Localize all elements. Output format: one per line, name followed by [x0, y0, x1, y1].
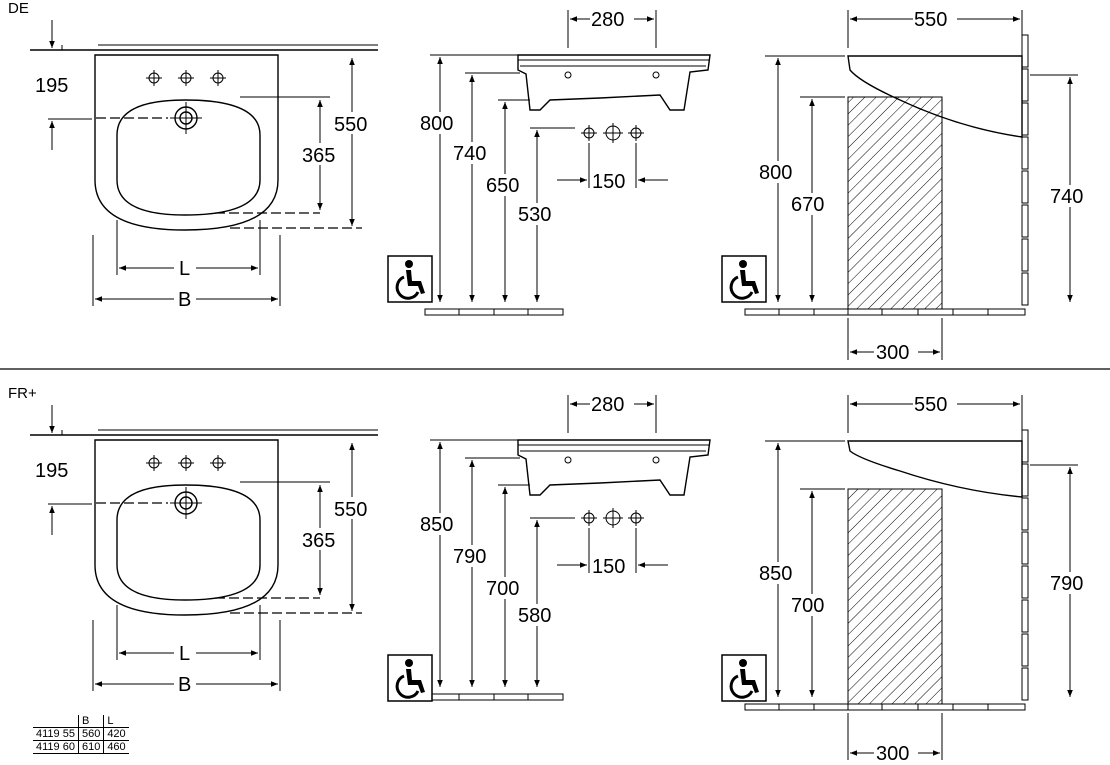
- B-dim: B: [178, 289, 191, 311]
- table-cell: 610: [77, 740, 104, 754]
- height-dim-3: 700: [486, 578, 519, 600]
- drain-icon: [603, 508, 623, 528]
- tap-hole-icon: [145, 454, 163, 472]
- height-dim-4: 580: [518, 605, 551, 627]
- table-cell: 420: [103, 727, 129, 741]
- tap-hole-icon: [145, 69, 163, 87]
- height-dim-3: 790: [1050, 573, 1083, 595]
- tap-hole-icon: [209, 454, 227, 472]
- width-dim: 280: [591, 394, 624, 416]
- width-dim: 280: [591, 9, 624, 31]
- side-view: 280: [386, 8, 711, 316]
- tap-spacing-dim: 150: [592, 171, 625, 193]
- height-dim-1: 800: [420, 113, 453, 135]
- offset-dim: 195: [35, 75, 68, 97]
- section-de: DE: [8, 0, 1092, 364]
- section-label: FR+: [8, 385, 37, 402]
- side-view: 280: [386, 393, 711, 703]
- height-dim-2: 700: [791, 595, 824, 617]
- height-dim-1: 850: [759, 563, 792, 585]
- height-dim-1: 850: [420, 514, 453, 536]
- table-header-row: B L: [33, 715, 129, 728]
- tap-hole-icon: [177, 454, 195, 472]
- knee-space-dim: 300: [876, 743, 909, 765]
- size-table: B L 4119 55 560 420 4119 60 610 460: [33, 715, 129, 754]
- knee-space-dim: 300: [876, 342, 909, 364]
- table-cell: 4119 55: [33, 727, 79, 741]
- drain-depth-dim: 365: [302, 530, 335, 552]
- table-row: 4119 55 560 420: [33, 727, 129, 741]
- tap-hole-icon: [627, 124, 645, 142]
- table-header: B: [77, 715, 104, 728]
- height-dim-2: 670: [791, 194, 824, 216]
- tap-hole-icon: [580, 124, 598, 142]
- B-dim: B: [178, 674, 191, 696]
- tap-hole-icon: [177, 69, 195, 87]
- wheelchair-icon: [720, 653, 768, 703]
- drain-icon: [170, 487, 202, 519]
- section-label: DE: [8, 0, 29, 17]
- table-header: L: [103, 715, 129, 728]
- L-dim: L: [179, 258, 190, 280]
- height-dim-1: 800: [759, 162, 792, 184]
- table-cell: 560: [77, 727, 104, 741]
- height-dim-2: 740: [453, 143, 486, 165]
- tap-hole-icon: [209, 69, 227, 87]
- height-dim-4: 530: [518, 204, 551, 226]
- table-cell: 460: [103, 740, 129, 754]
- drain-depth-dim: 365: [302, 145, 335, 167]
- tap-spacing-dim: 150: [592, 556, 625, 578]
- height-dim-3: 650: [486, 175, 519, 197]
- top-view: 195 365 550 L B: [30, 405, 378, 696]
- right-view: 550 800 670 7: [720, 8, 1092, 364]
- drain-icon: [603, 123, 623, 143]
- table-header: [33, 715, 79, 728]
- top-view: 195 365 550 L B: [30, 20, 378, 311]
- depth-dim: 550: [914, 394, 947, 416]
- section-fr: FR+: [8, 385, 1092, 765]
- height-dim-3: 740: [1050, 186, 1083, 208]
- wheelchair-icon: [720, 254, 768, 304]
- basin-depth-dim: 550: [334, 114, 367, 136]
- wheelchair-icon: [386, 254, 434, 304]
- depth-dim: 550: [914, 9, 947, 31]
- right-view: 550 850 700 7: [720, 393, 1092, 765]
- offset-dim: 195: [35, 460, 68, 482]
- tap-hole-icon: [580, 509, 598, 527]
- table-row: 4119 60 610 460: [33, 740, 129, 754]
- height-dim-2: 790: [453, 546, 486, 568]
- basin-depth-dim: 550: [334, 499, 367, 521]
- tap-hole-icon: [627, 509, 645, 527]
- drain-icon: [170, 102, 202, 134]
- wheelchair-icon: [386, 653, 434, 703]
- table-cell: 4119 60: [33, 740, 79, 754]
- L-dim: L: [179, 643, 190, 665]
